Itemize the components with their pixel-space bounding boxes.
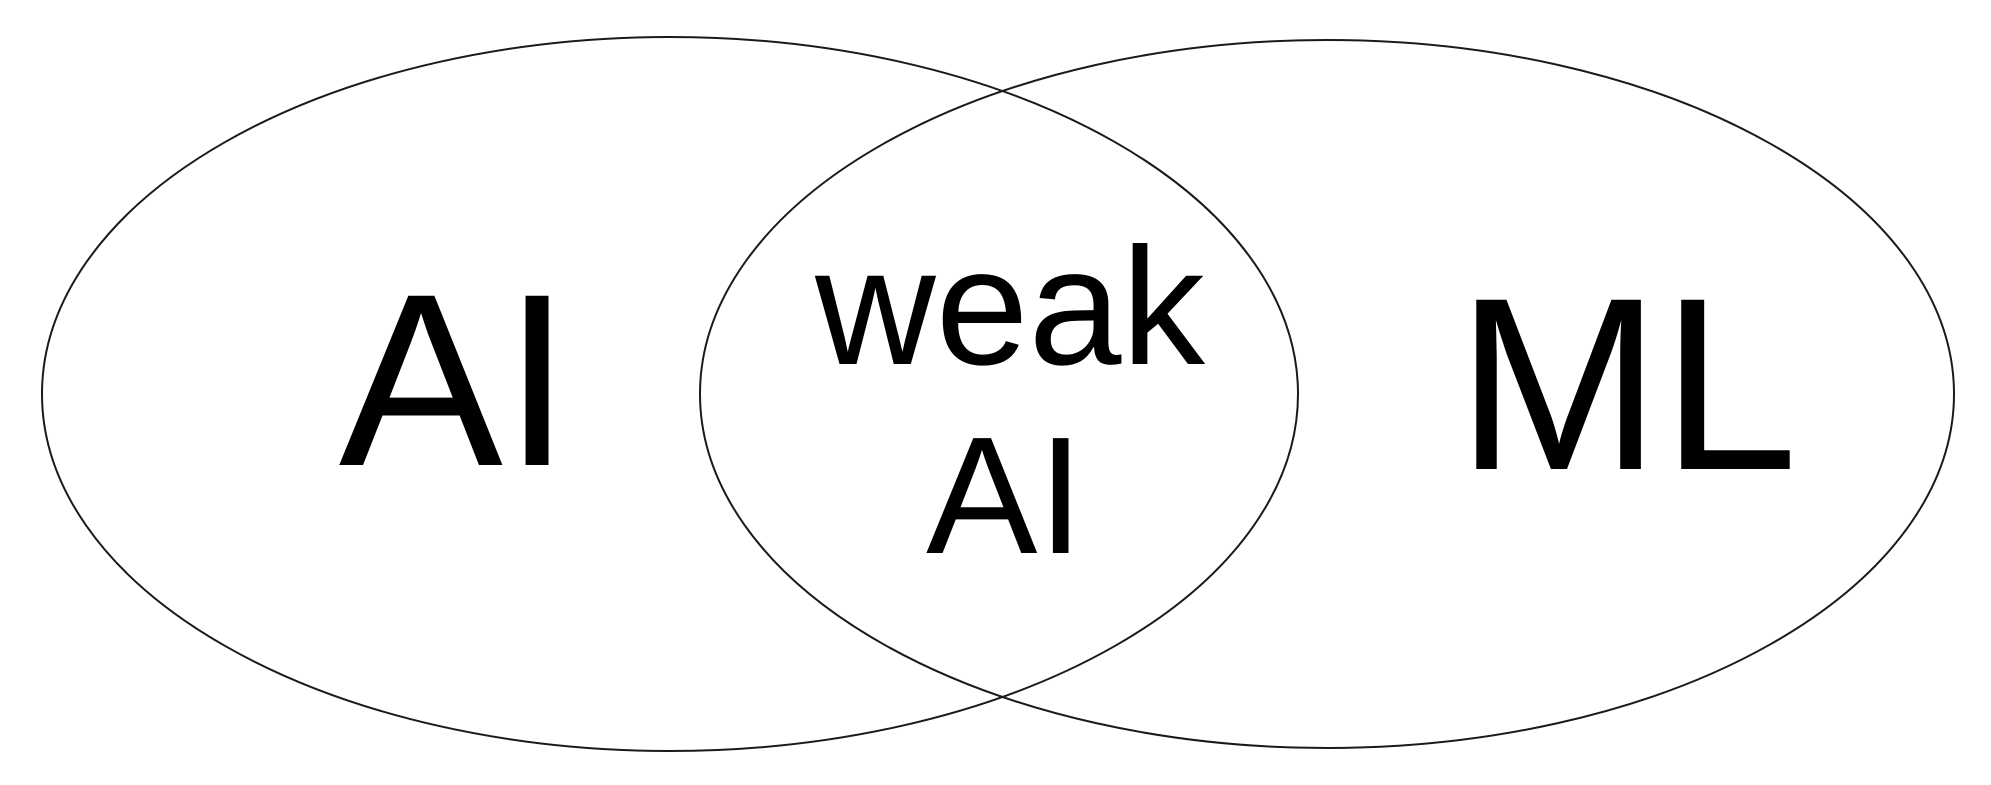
ml-set-ellipse <box>699 39 1955 749</box>
ml-set-label: ML <box>1456 247 1798 522</box>
intersection-label-line-2: AI <box>926 403 1084 589</box>
intersection-label-line-1: weak <box>814 214 1205 400</box>
ai-set-ellipse <box>41 36 1299 752</box>
ai-set-label: AI <box>339 243 571 518</box>
